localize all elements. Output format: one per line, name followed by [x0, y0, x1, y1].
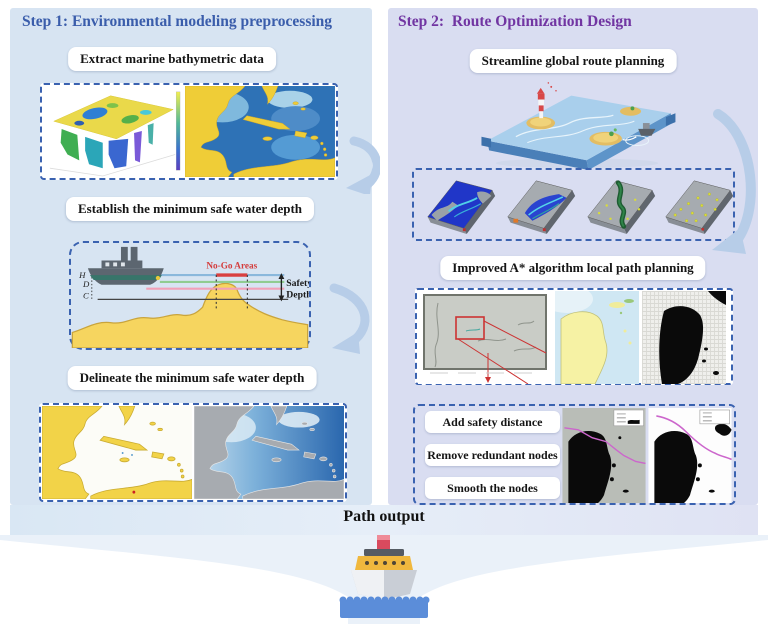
- label-remove-redundant-nodes: Remove redundant nodes: [425, 444, 560, 466]
- label-improved-astar: Improved A* algorithm local path plannin…: [440, 256, 706, 280]
- raw-path-map-image: [562, 408, 646, 503]
- map-legend: [699, 409, 730, 425]
- land-mask-map-image: [42, 406, 192, 499]
- flow-arrow-2-icon: [329, 283, 370, 354]
- depth-colorbar: [175, 91, 181, 171]
- step1-title: Step 1: Environmental modeling preproces…: [22, 13, 333, 30]
- small-ship-icon: [622, 123, 656, 141]
- step2-title: Step 2: Route Optimization Design: [398, 13, 632, 30]
- lighthouse-icon: [536, 82, 557, 119]
- bathymetry-3d-image: [44, 86, 182, 177]
- ocean-scene-illustration: [481, 82, 676, 170]
- label-streamline-route: Streamline global route planning: [469, 49, 677, 73]
- label-add-safety-distance: Add safety distance: [425, 411, 560, 433]
- safe-depth-diagram-box: No-Go Areas Safety Depth H D C: [69, 241, 311, 350]
- depth-label: Depth: [286, 289, 309, 300]
- slab-node-points-image: [665, 180, 734, 234]
- label-establish-safe-depth: Establish the minimum safe water depth: [65, 197, 315, 221]
- no-go-areas-label: No-Go Areas: [206, 260, 257, 270]
- path-output-title: Path output: [343, 508, 425, 525]
- bathymetric-data-box: [40, 83, 338, 180]
- slab-green-path-image: [587, 180, 656, 234]
- label-delineate-safe-depth: Delineate the minimum safe water depth: [67, 366, 317, 390]
- caribbean-depth-map-image: [185, 86, 335, 177]
- h-label: H: [78, 270, 86, 280]
- coastline-map-image: [555, 291, 639, 384]
- c-label: C: [83, 290, 89, 300]
- safe-depth-map-image: [194, 406, 344, 499]
- zoom-region-rectangle: [455, 316, 485, 340]
- seabed-profile: [71, 282, 309, 348]
- ship-draft-diagram: No-Go Areas Safety Depth H D C: [71, 246, 309, 348]
- flow-arrow-1-icon: [346, 136, 380, 194]
- label-extract-bathymetric-data: Extract marine bathymetric data: [68, 47, 276, 71]
- node-optimization-box: Add safety distance Remove redundant nod…: [413, 404, 736, 505]
- slab-water-region-image: [507, 180, 576, 234]
- ship-icon: [339, 535, 430, 618]
- delineated-maps-box: [39, 403, 347, 502]
- slab-ocean-depth-image: [427, 180, 496, 234]
- d-label: D: [82, 279, 90, 289]
- terrain-slabs-box: [412, 168, 735, 241]
- flow-arrow-3-icon: [712, 109, 756, 254]
- waves-icon: [339, 596, 430, 618]
- label-smooth-the-nodes: Smooth the nodes: [425, 477, 560, 499]
- smoothed-path-map-image: [648, 408, 732, 503]
- safety-label: Safety: [286, 278, 309, 289]
- output-band: [10, 505, 758, 535]
- zoom-callout-map-image: [418, 291, 552, 384]
- cargo-ship-side-icon: [87, 246, 164, 285]
- local-path-maps-box: [415, 288, 733, 385]
- grid-obstacle-map-image: [642, 291, 726, 384]
